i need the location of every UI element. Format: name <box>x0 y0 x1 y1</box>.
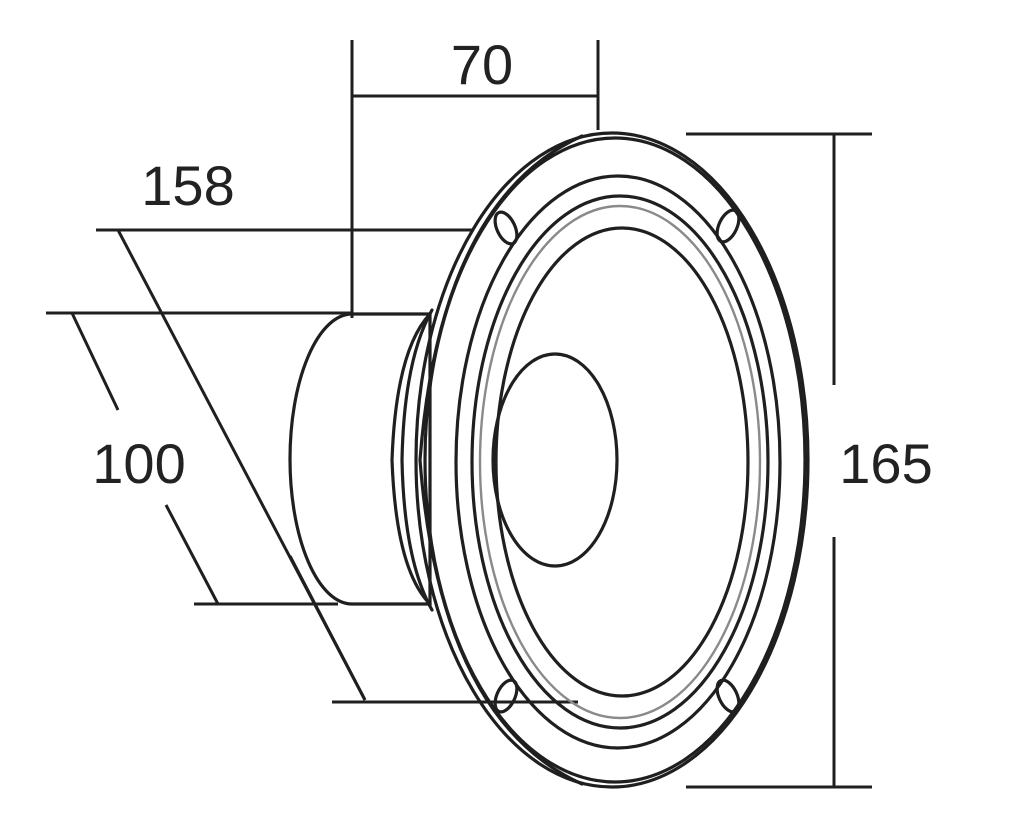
magnet-body <box>288 312 432 606</box>
magnet <box>288 312 432 606</box>
mounting-hole-bottom-right <box>715 678 741 714</box>
basket-rear-curve <box>390 312 432 606</box>
dim-100-label: 100 <box>92 432 185 495</box>
cone-edge <box>494 226 750 698</box>
dim-158-line-front <box>288 555 367 701</box>
outer-rim <box>423 136 807 784</box>
mounting-hole-top-left <box>493 210 519 246</box>
mounting-hole-top-right <box>715 208 741 244</box>
outer-rim-back <box>414 131 810 789</box>
dimension-158: 158 <box>96 154 578 704</box>
mounting-hole-bottom-left <box>493 678 519 714</box>
dim-100-line-upper <box>70 312 120 411</box>
surround-outer <box>470 194 770 730</box>
basket <box>390 308 434 612</box>
basket-rear-curve-2 <box>400 308 434 612</box>
dimension-70: 70 <box>350 33 600 318</box>
dim-100-line-lower <box>164 504 220 605</box>
flange-inner-ring <box>454 174 782 750</box>
dim-158-label: 158 <box>141 154 234 217</box>
dim-70-label: 70 <box>451 33 513 96</box>
dimension-165: 165 <box>686 132 933 789</box>
surround-accent-ring <box>478 204 762 720</box>
dimension-100: 100 <box>46 311 352 606</box>
dust-cap <box>491 352 619 568</box>
dim-165-label: 165 <box>839 432 932 495</box>
speaker-front <box>414 131 810 789</box>
